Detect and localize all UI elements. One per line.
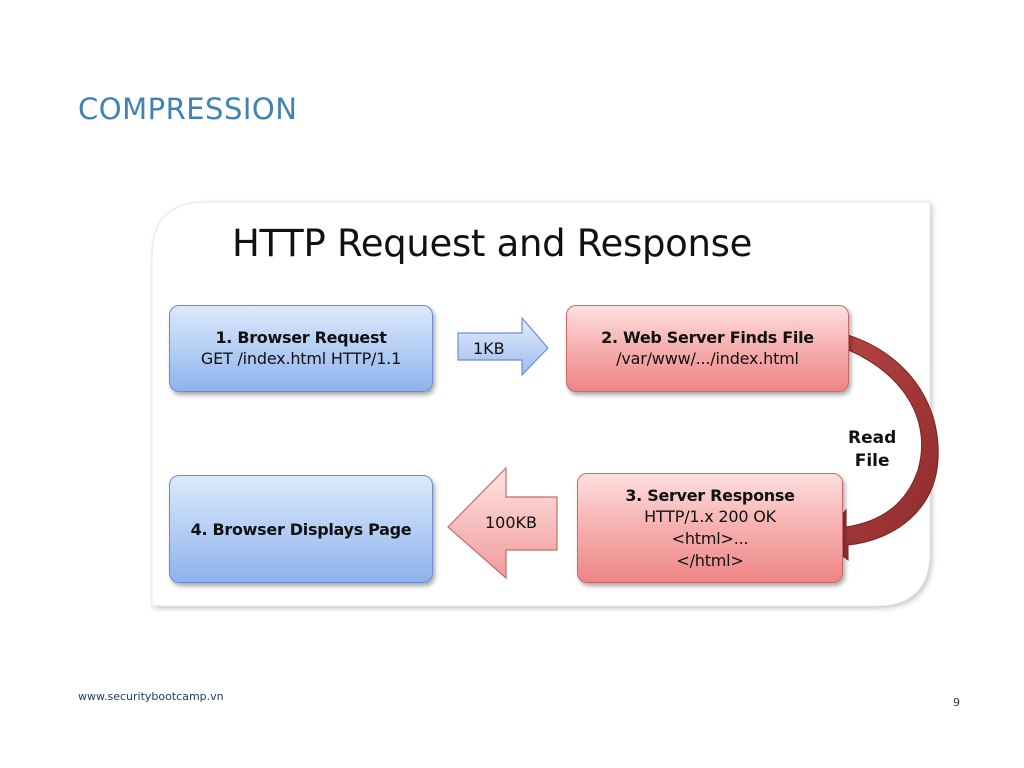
read-file-line: Read bbox=[848, 428, 897, 448]
request-arrow bbox=[457, 316, 549, 377]
browser-request-box: 1. Browser Request GET /index.html HTTP/… bbox=[169, 305, 433, 392]
box-line: </html> bbox=[676, 550, 744, 570]
box-line: GET /index.html HTTP/1.1 bbox=[200, 349, 402, 368]
diagram-title: HTTP Request and Response bbox=[232, 222, 753, 265]
footer-url: www.securitybootcamp.vn bbox=[78, 690, 224, 703]
read-file-curve bbox=[822, 329, 939, 562]
read-file-label: Read File bbox=[848, 427, 896, 473]
box-heading: 4. Browser Displays Page bbox=[190, 519, 412, 539]
box-line: /var/www/.../index.html bbox=[616, 349, 799, 368]
browser-displays-page-box: 4. Browser Displays Page bbox=[169, 475, 433, 583]
box-line: <html>... bbox=[671, 528, 749, 548]
box-heading: 2. Web Server Finds File bbox=[601, 328, 814, 347]
response-arrow bbox=[447, 466, 558, 580]
response-size-label: 100KB bbox=[485, 513, 538, 532]
read-file-line: File bbox=[854, 451, 890, 471]
page-number: 9 bbox=[953, 696, 960, 709]
box-line: HTTP/1.x 200 OK bbox=[644, 506, 776, 526]
box-heading: 3. Server Response bbox=[625, 485, 795, 505]
box-heading: 1. Browser Request bbox=[215, 328, 387, 347]
server-response-box: 3. Server Response HTTP/1.x 200 OK <html… bbox=[577, 473, 843, 583]
request-size-label: 1KB bbox=[473, 339, 505, 358]
slide-title: COMPRESSION bbox=[78, 92, 298, 126]
web-server-finds-file-box: 2. Web Server Finds File /var/www/.../in… bbox=[566, 305, 849, 392]
